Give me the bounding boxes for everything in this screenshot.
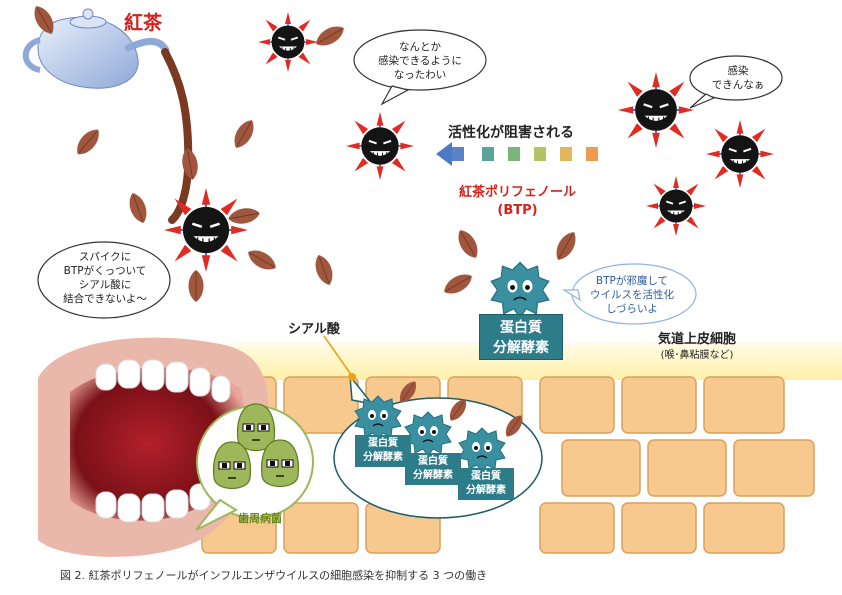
enzyme-label-line2: 分解酵素 — [493, 340, 549, 356]
bubble-line: なんとか — [399, 41, 441, 53]
arrow-left-icon — [436, 142, 598, 166]
enzyme-label-line2: 分解酵素 — [413, 470, 453, 481]
btp-name-line2: (BTP) — [497, 203, 538, 218]
enzyme-label-line1: 蛋白質 — [368, 438, 398, 449]
enzyme-label-main: 蛋白質 分解酵素 — [479, 314, 563, 360]
figure-caption: 図 2. 紅茶ポリフェノールがインフルエンザウイルスの細胞感染を抑制する 3 つ… — [60, 569, 488, 582]
enzyme-label-small: 蛋白質 分解酵素 — [355, 435, 411, 467]
bubble-line: シアル酸に — [78, 279, 132, 291]
virus-icon — [616, 70, 696, 150]
epithelium-title: 気道上皮細胞 — [658, 332, 737, 347]
enzyme-label-small: 蛋白質 分解酵素 — [405, 453, 461, 485]
sialic-pointer — [323, 335, 353, 377]
bacteria-icon — [236, 403, 276, 452]
enzyme-label-line1: 蛋白質 — [418, 456, 448, 467]
virus-icon — [645, 175, 707, 237]
enzyme-label-small: 蛋白質 分解酵素 — [458, 468, 514, 500]
bubble-kansen-text: 感染 できんなぁ — [700, 64, 776, 92]
bubble-line: ウイルスを活性化 — [590, 289, 674, 301]
teapot-icon — [22, 8, 193, 224]
bubble-nantoka-text: なんとか 感染できるように なったわい — [364, 40, 476, 82]
title-black-tea: 紅茶 — [124, 12, 163, 34]
enzyme-label-line2: 分解酵素 — [363, 452, 403, 463]
virus-icon — [344, 110, 416, 182]
bubble-line: できんなぁ — [711, 79, 765, 91]
sialic-dot — [348, 373, 356, 381]
virus-icon — [162, 186, 250, 274]
enzyme-label-line2: 分解酵素 — [466, 485, 506, 496]
periodontal-bubble — [195, 403, 314, 531]
epithelium-label: 気道上皮細胞 (喉･鼻粘膜など) — [658, 332, 736, 364]
mouth-icon — [38, 337, 269, 557]
inhibit-label: 活性化が阻害される — [448, 125, 574, 141]
enzyme-label-line1: 蛋白質 — [500, 320, 542, 336]
epithelium-sub: (喉･鼻粘膜など) — [660, 350, 734, 361]
enzyme-label-line1: 蛋白質 — [471, 471, 501, 482]
btp-name: 紅茶ポリフェノール (BTP) — [459, 184, 576, 220]
enzyme-icon — [490, 261, 550, 319]
bubble-btp-text: BTPが邪魔して ウイルスを活性化 しづらいよ — [580, 274, 684, 316]
bacteria-icon — [260, 439, 300, 488]
bubble-line: BTPが邪魔して — [595, 275, 669, 287]
virus-icon — [704, 118, 776, 190]
bubble-spike-text: スパイクに BTPがくっついて シアル酸に 結合できないよ〜 — [52, 250, 158, 306]
periodontal-label: 歯周病菌 — [238, 512, 282, 525]
sialic-acid-layer — [150, 343, 842, 380]
sialic-acid-label: シアル酸 — [288, 322, 340, 337]
btp-name-line1: 紅茶ポリフェノール — [459, 185, 577, 200]
bacteria-icon — [212, 441, 252, 490]
bubble-line: なったわい — [393, 69, 447, 81]
virus-icon — [257, 11, 319, 73]
bubble-line: 感染できるように — [378, 55, 462, 67]
bubble-line: スパイクに — [78, 251, 132, 263]
bubble-line: しづらいよ — [606, 303, 658, 315]
bubble-line: 感染 — [727, 65, 749, 77]
bubble-line: BTPがくっついて — [63, 265, 147, 277]
speech-bubbles — [37, 29, 783, 325]
bubble-line: 結合できないよ〜 — [63, 293, 147, 305]
